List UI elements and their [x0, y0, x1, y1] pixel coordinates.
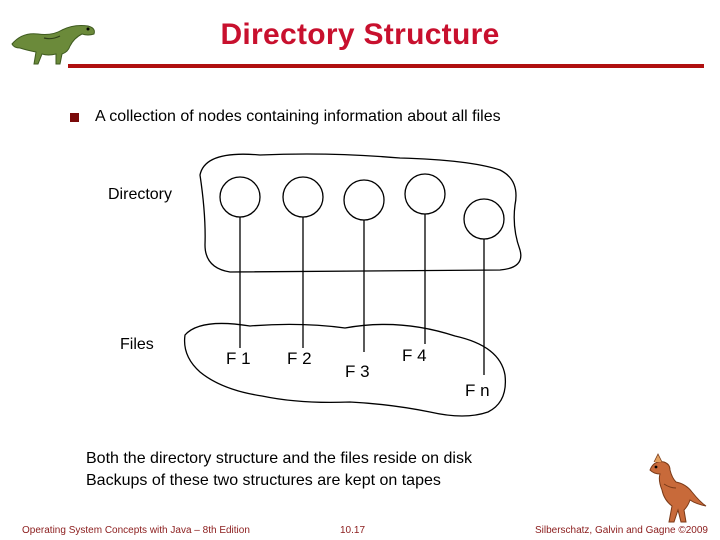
dinosaur-logo-icon	[11, 25, 95, 65]
title-divider	[68, 64, 704, 68]
bullet-text: A collection of nodes containing informa…	[95, 108, 501, 125]
bullet-square-icon	[70, 112, 79, 122]
file-label-4: F 4	[402, 346, 427, 365]
file-label-2: F 2	[287, 349, 312, 368]
directory-node-1	[219, 176, 261, 218]
directory-label: Directory	[108, 186, 173, 203]
dinosaur-standing-icon	[649, 453, 707, 523]
directory-node-4	[404, 173, 446, 215]
footer-page-number: 10.17	[340, 525, 366, 536]
file-label-5: F n	[465, 381, 490, 400]
directory-region	[199, 153, 522, 273]
footer-authors: Silberschatz, Galvin and Gagne ©2009	[534, 525, 708, 536]
files-label: Files	[120, 336, 154, 353]
files-region	[183, 322, 507, 417]
note-line-2: Backups of these two structures are kept…	[86, 472, 441, 489]
directory-node-3	[343, 179, 385, 221]
directory-node-2	[282, 176, 324, 218]
file-label-3: F 3	[345, 362, 370, 381]
directory-node-5	[463, 198, 505, 240]
page-title: Directory Structure	[220, 18, 500, 51]
file-label-1: F 1	[226, 349, 251, 368]
bullet-item: A collection of nodes containing informa…	[70, 108, 501, 126]
note-line-1: Both the directory structure and the fil…	[86, 450, 472, 467]
footer-book-title: Operating System Concepts with Java – 8t…	[22, 525, 250, 536]
